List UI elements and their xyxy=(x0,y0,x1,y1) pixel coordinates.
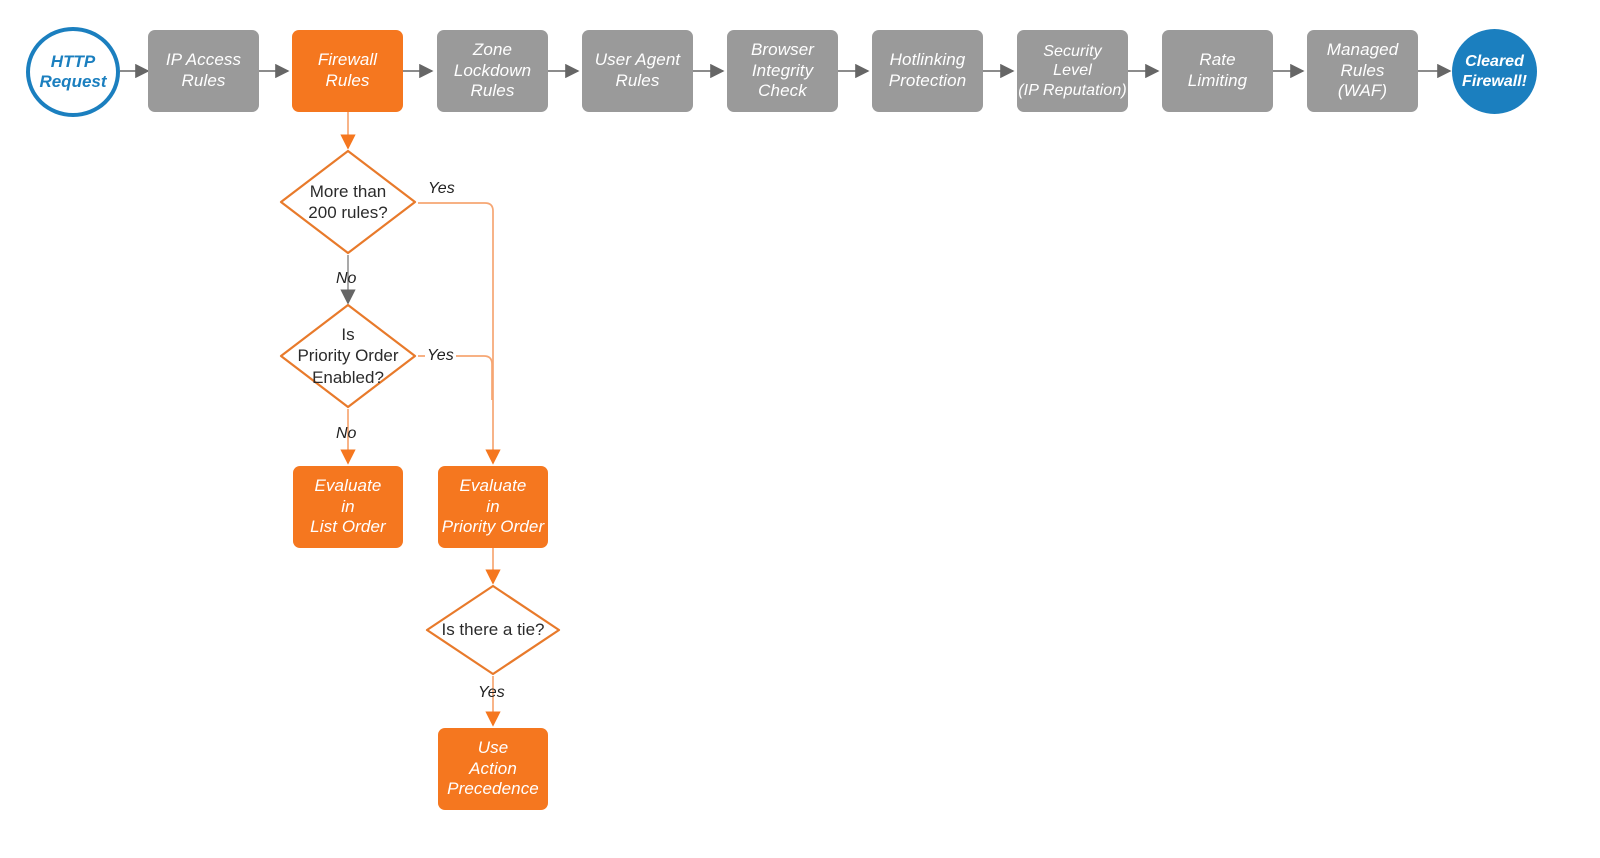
node-zone-lockdown-rules[interactable]: Zone Lockdown Rules xyxy=(437,30,548,112)
node-evaluate-in-list-order[interactable]: Evaluate in List Order xyxy=(293,466,403,548)
node-ip-access-rules[interactable]: IP Access Rules xyxy=(148,30,259,112)
diamond-shape xyxy=(425,584,561,676)
node-use-action-precedence[interactable]: Use Action Precedence xyxy=(438,728,548,810)
node-zone-lockdown-rules-label: Zone Lockdown Rules xyxy=(453,39,532,101)
node-evaluate-in-priority-order[interactable]: Evaluate in Priority Order xyxy=(438,466,548,548)
decision-more-than-200-rules-label: More than 200 rules? xyxy=(308,181,388,222)
node-browser-integrity-check-label: Browser Integrity Check xyxy=(750,39,815,101)
node-rate-limiting[interactable]: Rate Limiting xyxy=(1162,30,1273,112)
node-evaluate-in-priority-order-label: Evaluate in Priority Order xyxy=(441,475,545,537)
decision-is-priority-order-enabled-label: Is Priority Order Enabled? xyxy=(297,325,399,387)
node-managed-rules-waf[interactable]: Managed Rules (WAF) xyxy=(1307,30,1418,112)
decision-is-priority-order-enabled[interactable]: Is Priority Order Enabled? xyxy=(278,302,418,410)
node-http-request-label: HTTP Request xyxy=(39,51,107,91)
edge-label-yes-tie: Yes xyxy=(478,684,505,701)
node-hotlinking-protection-label: Hotlinking Protection xyxy=(888,50,967,90)
node-cleared-firewall-label: Cleared Firewall! xyxy=(1462,53,1527,90)
node-security-level[interactable]: Security Level (IP Reputation) xyxy=(1017,30,1128,112)
node-firewall-rules[interactable]: Firewall Rules xyxy=(292,30,403,112)
node-user-agent-rules-label: User Agent Rules xyxy=(594,50,681,90)
decision-is-there-a-tie[interactable]: Is there a tie? xyxy=(424,583,562,677)
decision-is-there-a-tie-label: Is there a tie? xyxy=(441,620,545,640)
node-use-action-precedence-label: Use Action Precedence xyxy=(447,737,539,799)
decision-more-than-200-rules[interactable]: More than 200 rules? xyxy=(278,148,418,256)
edge-label-no-more-than-200: No xyxy=(336,270,357,287)
node-cleared-firewall[interactable]: Cleared Firewall! xyxy=(1452,29,1537,114)
node-managed-rules-waf-label: Managed Rules (WAF) xyxy=(1326,39,1399,101)
edge-label-yes-more-than-200: Yes xyxy=(428,180,455,197)
node-firewall-rules-label: Firewall Rules xyxy=(317,50,378,90)
edge-label-no-priority-order: No xyxy=(336,425,357,442)
node-browser-integrity-check[interactable]: Browser Integrity Check xyxy=(727,30,838,112)
edge-label-yes-priority-order: Yes xyxy=(425,347,456,365)
node-ip-access-rules-label: IP Access Rules xyxy=(165,50,242,90)
node-evaluate-in-list-order-label: Evaluate in List Order xyxy=(310,475,386,537)
node-user-agent-rules[interactable]: User Agent Rules xyxy=(582,30,693,112)
node-http-request[interactable]: HTTP Request xyxy=(26,27,120,117)
node-rate-limiting-label: Rate Limiting xyxy=(1187,50,1248,90)
node-hotlinking-protection[interactable]: Hotlinking Protection xyxy=(872,30,983,112)
node-security-level-label: Security Level (IP Reputation) xyxy=(1018,42,1127,99)
edge-yes200-to-priority-order xyxy=(418,202,501,465)
diamond-shape xyxy=(279,149,417,255)
diamond-shape xyxy=(279,303,417,409)
